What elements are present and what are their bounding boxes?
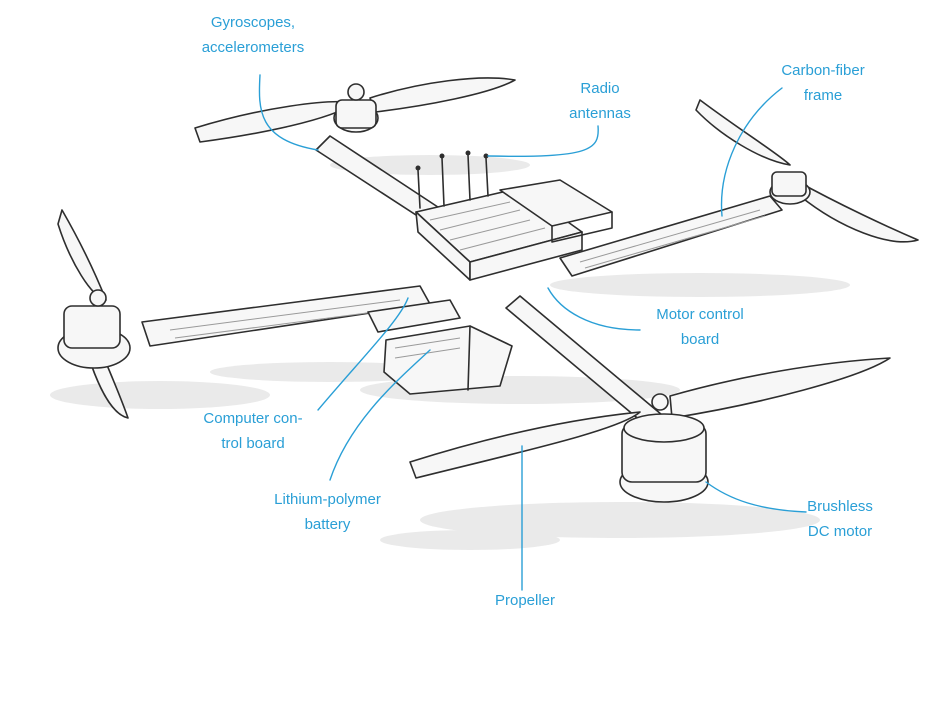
label-lithium-polymer-battery: Lithium-polymer battery: [240, 487, 415, 537]
label-gyroscopes-line1: Gyroscopes,: [210, 14, 296, 31]
label-carbon-line2: frame: [803, 87, 843, 104]
label-carbon-fiber-frame: Carbon-fiber frame: [748, 58, 898, 108]
label-propeller-line1: Propeller: [494, 592, 556, 609]
battery-drawing: [383, 325, 513, 395]
motor-control-board-drawing: [499, 179, 613, 243]
label-radio-line1: Radio: [580, 80, 620, 97]
label-battery-line2: battery: [304, 516, 351, 533]
motor-front-left: [57, 209, 131, 419]
label-radio-antennas: Radio antennas: [545, 76, 655, 126]
label-computer-control-board: Computer con- trol board: [178, 406, 328, 456]
label-brushless-dc-motor: Brushless DC motor: [785, 494, 895, 544]
label-computer-line2: trol board: [221, 435, 285, 452]
label-motorctl-line2: board: [680, 331, 720, 348]
motor-rear-left: [194, 77, 516, 143]
radio-antennas-drawing: [415, 150, 489, 209]
label-brushless-line2: DC motor: [807, 523, 873, 540]
label-gyroscopes: Gyroscopes, accelerometers: [178, 10, 328, 60]
label-brushless-line1: Brushless: [807, 498, 873, 515]
motor-front-right: [409, 357, 891, 503]
frame-arm-rear-right: [559, 195, 783, 277]
label-gyroscopes-line2: accelerometers: [201, 39, 305, 56]
leader-lines: [258, 74, 807, 591]
label-propeller: Propeller: [470, 588, 580, 613]
label-battery-line1: Lithium-polymer: [274, 491, 381, 508]
label-motor-control-board: Motor control board: [620, 302, 780, 352]
label-motorctl-line1: Motor control: [656, 306, 744, 323]
label-carbon-line1: Carbon-fiber: [781, 62, 865, 79]
label-computer-line1: Computer con-: [203, 410, 303, 427]
label-radio-line2: antennas: [569, 105, 631, 122]
